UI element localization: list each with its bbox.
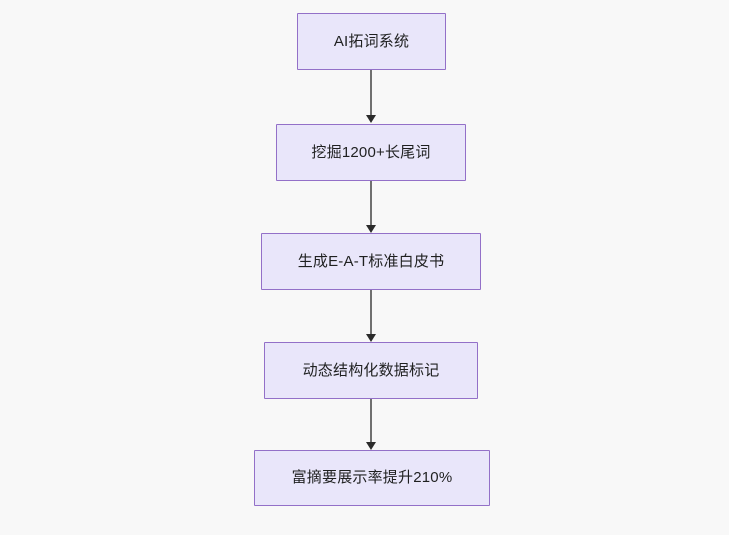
flow-node-rich-snippet-result[interactable]: 富摘要展示率提升210% <box>254 450 490 506</box>
flow-node-label: AI拓词系统 <box>333 32 410 50</box>
flow-node-label: 动态结构化数据标记 <box>302 361 440 379</box>
flow-node-label: 挖掘1200+长尾词 <box>311 143 431 161</box>
arrowhead-down-icon <box>366 442 376 450</box>
flow-node-ai-keyword-system[interactable]: AI拓词系统 <box>297 13 446 70</box>
flow-node-longtail-keywords[interactable]: 挖掘1200+长尾词 <box>276 124 466 181</box>
flow-edge-n1-n2 <box>370 70 372 116</box>
arrowhead-down-icon <box>366 225 376 233</box>
arrowhead-down-icon <box>366 334 376 342</box>
flow-node-structured-data-markup[interactable]: 动态结构化数据标记 <box>264 342 478 399</box>
flow-edge-n4-n5 <box>370 399 372 443</box>
arrowhead-down-icon <box>366 115 376 123</box>
flow-edge-n2-n3 <box>370 181 372 226</box>
flow-edge-n3-n4 <box>370 290 372 335</box>
flow-node-label: 富摘要展示率提升210% <box>291 469 453 486</box>
flow-node-eat-whitepaper[interactable]: 生成E-A-T标准白皮书 <box>261 233 481 290</box>
flow-node-label: 生成E-A-T标准白皮书 <box>297 252 445 270</box>
